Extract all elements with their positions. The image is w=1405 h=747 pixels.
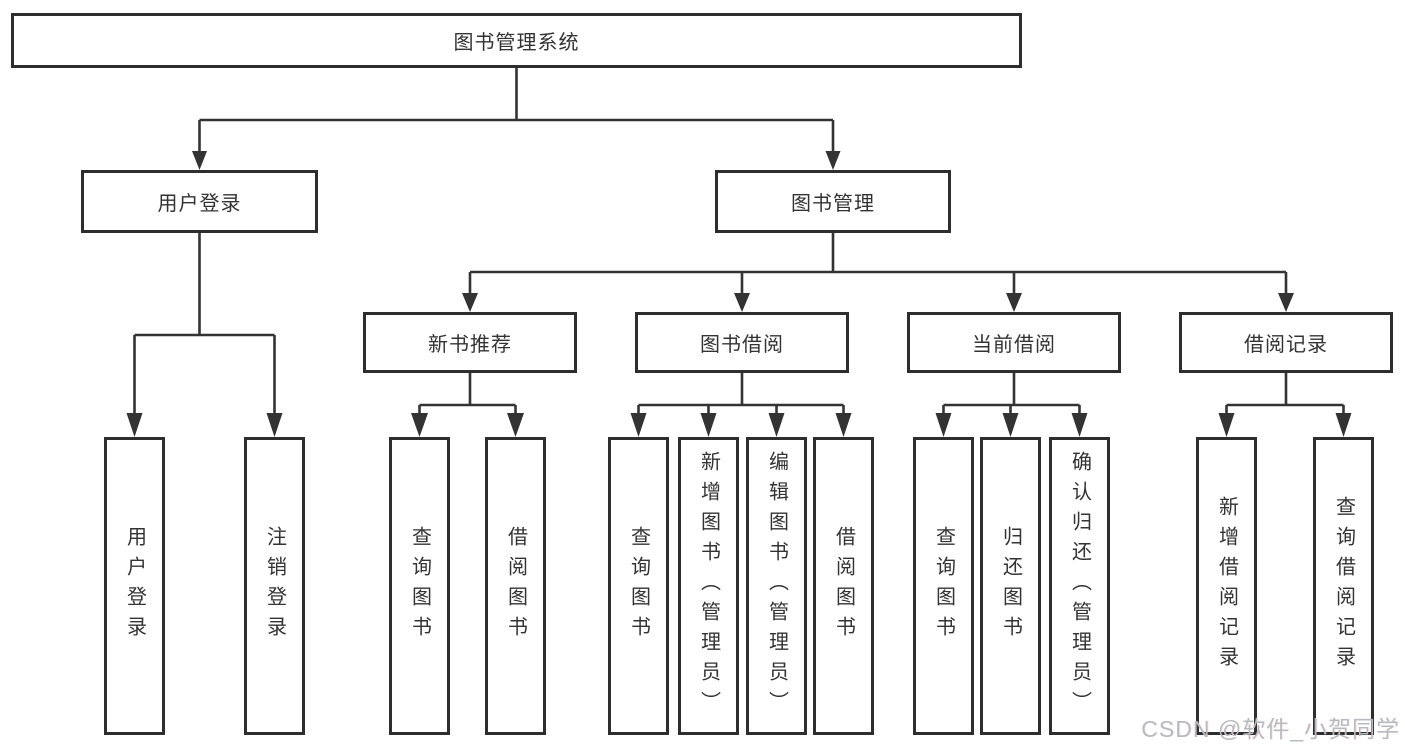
leaf-borrow-books: 借阅图书 xyxy=(813,437,874,735)
leaf-add-book-admin: 新增图书（管理员） xyxy=(678,437,739,735)
leaf-logout: 注销登录 xyxy=(244,437,305,735)
node-user-login: 用户登录 xyxy=(81,170,318,233)
leaf-confirm-return-admin-label: 确认归还（管理员） xyxy=(1068,451,1091,721)
leaf-query-books-borrow-label: 查询图书 xyxy=(627,526,650,646)
connector-root-to-level2 xyxy=(198,68,835,153)
leaf-query-books-recommend: 查询图书 xyxy=(389,437,450,735)
leaf-edit-book-admin-label: 编辑图书（管理员） xyxy=(765,451,788,721)
leaf-edit-book-admin: 编辑图书（管理员） xyxy=(746,437,807,735)
leaf-borrow-books-recommend-label: 借阅图书 xyxy=(504,526,527,646)
leaf-query-books-recommend-label: 查询图书 xyxy=(408,526,431,646)
node-library-system-label: 图书管理系统 xyxy=(453,32,580,54)
leaf-query-books-borrow: 查询图书 xyxy=(608,437,669,735)
leaf-return-book-label: 归还图书 xyxy=(999,526,1022,646)
leaf-borrow-books-label: 借阅图书 xyxy=(832,526,855,646)
leaf-query-borrow-record-label: 查询借阅记录 xyxy=(1332,496,1355,676)
leaf-query-borrow-record: 查询借阅记录 xyxy=(1313,437,1374,735)
leaf-add-borrow-record: 新增借阅记录 xyxy=(1196,437,1257,735)
leaf-logout-label: 注销登录 xyxy=(263,526,286,646)
node-borrow-record-label: 借阅记录 xyxy=(1244,334,1328,356)
connector-user-login-to-leaves xyxy=(133,233,276,415)
node-new-book-recommend: 新书推荐 xyxy=(363,312,577,373)
leaf-query-books-current-label: 查询图书 xyxy=(932,526,955,646)
leaf-user-login: 用户登录 xyxy=(104,437,165,735)
node-library-system: 图书管理系统 xyxy=(11,13,1022,68)
node-book-borrow: 图书借阅 xyxy=(635,312,849,373)
node-book-borrow-label: 图书借阅 xyxy=(700,334,784,356)
leaf-user-login-label: 用户登录 xyxy=(123,526,146,646)
node-current-borrow: 当前借阅 xyxy=(907,312,1121,373)
leaf-query-books-current: 查询图书 xyxy=(913,437,974,735)
node-current-borrow-label: 当前借阅 xyxy=(972,334,1056,356)
node-borrow-record: 借阅记录 xyxy=(1179,312,1393,373)
leaf-add-book-admin-label: 新增图书（管理员） xyxy=(697,451,720,721)
csdn-watermark: CSDN @软件_小贺同学 xyxy=(1141,716,1400,742)
node-user-login-label: 用户登录 xyxy=(157,193,242,215)
connector-new-book-to-leaves xyxy=(418,373,517,416)
connector-borrow-record-to-leaves xyxy=(1225,373,1345,416)
arrowheads xyxy=(126,151,1352,437)
connector-book-borrow-to-leaves xyxy=(637,373,845,416)
node-new-book-recommend-label: 新书推荐 xyxy=(428,334,512,356)
node-book-management-label: 图书管理 xyxy=(791,193,875,215)
leaf-borrow-books-recommend: 借阅图书 xyxy=(485,437,546,735)
leaf-confirm-return-admin: 确认归还（管理员） xyxy=(1049,437,1110,735)
connector-current-borrow-to-leaves xyxy=(942,373,1081,416)
leaf-add-borrow-record-label: 新增借阅记录 xyxy=(1215,496,1238,676)
connector-book-mgmt-to-level3 xyxy=(468,233,1288,295)
node-book-management: 图书管理 xyxy=(715,170,951,233)
leaf-return-book: 归还图书 xyxy=(980,437,1041,735)
